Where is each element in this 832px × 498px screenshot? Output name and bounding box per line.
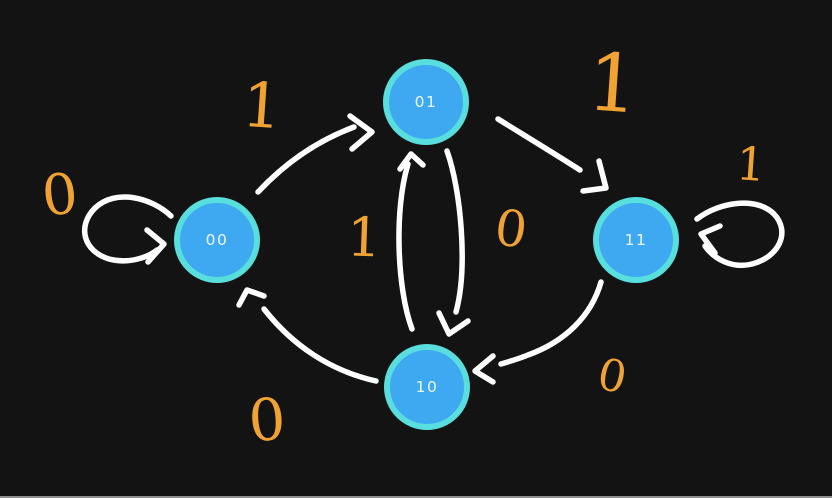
transition-00-to-01-arrowhead[interactable] [347, 113, 375, 152]
transition-11-to-10-curve[interactable] [498, 279, 604, 367]
transition-label-11-to-11[interactable]: 1 [734, 136, 768, 192]
transition-00-to-01-curve[interactable] [255, 124, 357, 195]
transition-10-to-00-curve[interactable] [261, 306, 379, 384]
window-bottom-border [0, 496, 832, 498]
transition-00-to-00-arrowhead[interactable] [144, 227, 167, 265]
transition-10-to-00-arrowhead[interactable] [236, 287, 267, 308]
transition-01-to-10-curve[interactable] [444, 148, 465, 315]
transition-11-to-11-arrowhead[interactable] [698, 223, 723, 256]
state-node-10[interactable]: 10 [384, 344, 470, 430]
state-node-00-label: 00 [205, 231, 229, 249]
transition-label-01-to-11[interactable]: 1 [584, 35, 642, 132]
transition-01-to-11-arrowhead[interactable] [580, 158, 609, 194]
state-node-01-label: 01 [414, 93, 438, 111]
transition-10-to-01-arrowhead[interactable] [397, 151, 426, 172]
state-node-11[interactable]: 11 [593, 197, 679, 283]
transition-01-to-10-arrowhead[interactable] [436, 310, 471, 337]
state-node-11-label: 11 [624, 231, 648, 249]
transition-01-to-11-curve[interactable] [495, 116, 583, 173]
transition-11-to-10-arrowhead[interactable] [472, 353, 496, 385]
transition-label-00-to-01[interactable]: 1 [239, 67, 285, 144]
transition-10-to-01-curve[interactable] [396, 161, 415, 332]
transition-label-00-to-00[interactable]: 0 [38, 161, 82, 230]
transition-label-10-to-01[interactable]: 1 [345, 205, 383, 270]
state-node-10-label: 10 [415, 378, 439, 396]
transition-11-to-11-curve[interactable] [694, 200, 785, 268]
state-node-00[interactable]: 00 [174, 197, 260, 283]
state-node-01[interactable]: 01 [383, 59, 469, 145]
transition-label-10-to-00[interactable]: 0 [246, 384, 288, 456]
transition-00-to-00-curve[interactable] [82, 194, 174, 264]
